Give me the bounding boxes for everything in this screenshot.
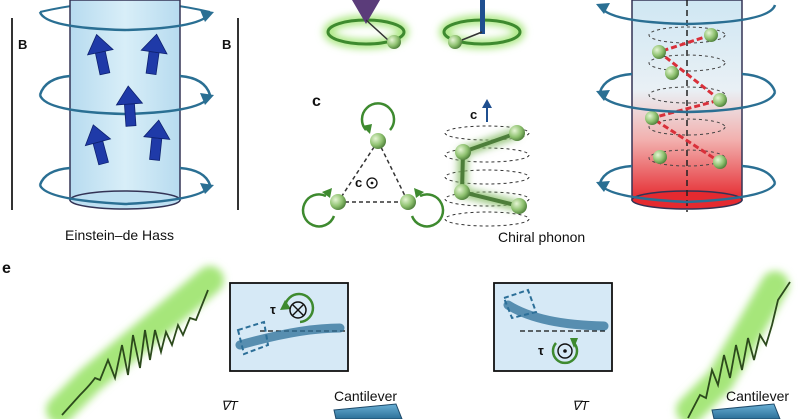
field-label-left: B bbox=[18, 37, 28, 52]
phonon-helix bbox=[444, 99, 530, 227]
gradient-left-label: ∇T bbox=[221, 398, 238, 413]
circled-dot-icon bbox=[366, 177, 378, 189]
needle bbox=[480, 0, 485, 34]
gradient-right-label: ∇T bbox=[572, 398, 589, 413]
panel-letter-e: e bbox=[2, 260, 11, 277]
cantilever-right-label: Cantilever bbox=[726, 388, 790, 404]
wave-packet-left bbox=[61, 289, 209, 416]
rotation-ring-right-top bbox=[598, 4, 777, 26]
rotation-ring-right-bottom bbox=[598, 182, 777, 204]
caption-einstein-de-hass: Einstein–de Hass bbox=[65, 227, 174, 243]
cantilever-right-block bbox=[711, 403, 781, 419]
cylinder-bottom bbox=[69, 190, 181, 210]
triangle-lattice bbox=[301, 102, 445, 228]
rotation-examples bbox=[323, 0, 525, 49]
rotation-ring-bottom bbox=[38, 184, 212, 206]
caption-chiral-phonon: Chiral phonon bbox=[498, 229, 586, 245]
cone-tip bbox=[352, 0, 380, 24]
wave-packet-right bbox=[687, 281, 791, 419]
rotation-ring-right-mid bbox=[598, 91, 777, 114]
einstein-de-hass-panel bbox=[11, 0, 239, 210]
panel-letter-c: c bbox=[312, 93, 321, 110]
triangle-axis-label: c bbox=[355, 175, 363, 190]
torque-left-label: τ bbox=[270, 302, 276, 317]
chiral-phonon-panel bbox=[301, 99, 530, 228]
circled-dot-icon bbox=[557, 343, 573, 359]
helix-axis-label: c bbox=[470, 107, 478, 122]
field-label-right: B bbox=[222, 37, 232, 52]
circled-times-icon bbox=[289, 301, 307, 319]
cantilever-left-label: Cantilever bbox=[334, 388, 398, 404]
spin-arrows bbox=[84, 33, 171, 166]
rotation-ring-top bbox=[38, 11, 212, 32]
torque-right-label: τ bbox=[538, 343, 544, 358]
thermal-cylinder-panel bbox=[596, 0, 777, 212]
panel-e bbox=[46, 266, 791, 419]
cantilever-left-block bbox=[333, 403, 403, 419]
